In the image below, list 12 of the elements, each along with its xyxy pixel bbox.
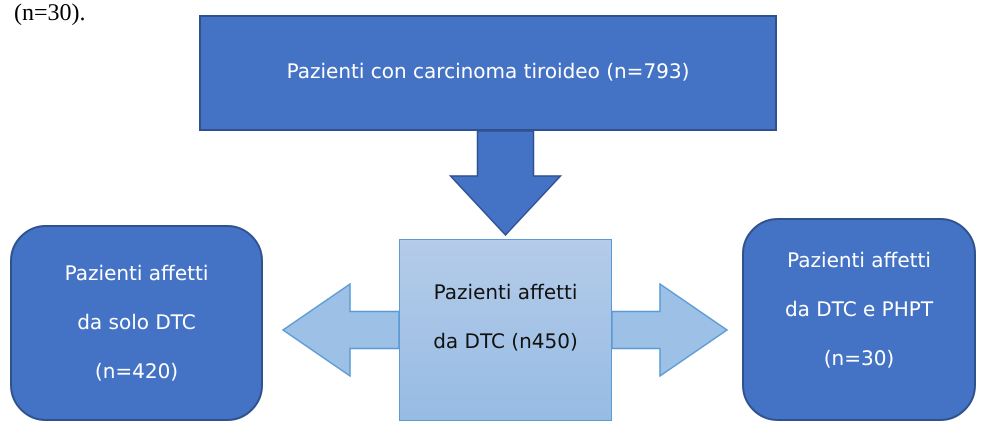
- box-text: Pazienti affetti da solo DTC (n=420): [64, 260, 210, 385]
- block-arrow: [611, 282, 728, 378]
- box-text: Pazienti affetti da DTC e PHPT (n=30): [784, 247, 934, 372]
- process-box: [10, 225, 263, 421]
- block-arrow: [282, 282, 400, 378]
- process-box: [742, 218, 976, 421]
- note-text: (n=30).: [14, 0, 86, 27]
- box-text: Pazienti con carcinoma tiroideo (n=793): [286, 58, 690, 85]
- process-box: [199, 15, 777, 131]
- box-text: Pazienti affetti da DTC (n450): [432, 279, 579, 355]
- process-box: [399, 239, 612, 421]
- block-arrow: [448, 130, 562, 236]
